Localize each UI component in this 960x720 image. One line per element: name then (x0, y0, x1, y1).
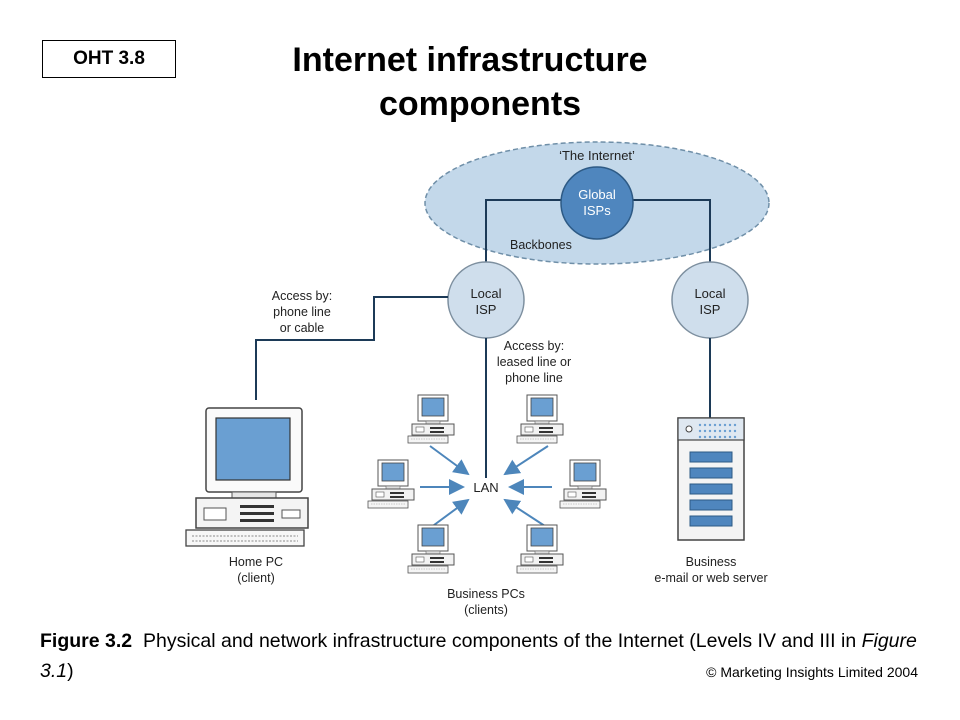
figure-number: Figure 3.2 (40, 630, 133, 652)
access-phone-label-1: Access by: (272, 289, 332, 303)
local-isp-right-label-2: ISP (700, 302, 721, 317)
business-pc-icon (407, 394, 455, 444)
caption-text: Physical and network infrastructure comp… (142, 630, 862, 652)
slide-tag-text: OHT 3.8 (73, 48, 145, 69)
home-pc-connection (255, 296, 448, 400)
local-isp-left-label-2: ISP (476, 302, 497, 317)
global-isps-node (560, 166, 634, 240)
business-pcs-label-1: Business PCs (447, 587, 525, 601)
caption-reference: Figure 3.1 (40, 630, 917, 682)
server-label-1: Business (686, 555, 737, 569)
backbone-line-right (633, 199, 711, 262)
backbone-line-left (485, 199, 561, 262)
slide-tag: OHT 3.8 (42, 40, 176, 78)
business-pc-icon (516, 524, 564, 574)
page-title: Internet infrastructure components (230, 38, 730, 126)
internet-label: ‘The Internet’ (559, 148, 635, 163)
access-phone-label-3: or cable (280, 321, 325, 335)
page-title-line2: components (378, 85, 582, 123)
copyright: © Marketing Insights Limited 2004 (706, 664, 918, 680)
lan-arrows (420, 445, 552, 529)
local-isp-right-label-1: Local (694, 286, 725, 301)
caption-close: ) (67, 660, 74, 682)
home-pc-icon (185, 407, 309, 547)
backbones-label: Backbones (510, 238, 572, 252)
figure-caption: Figure 3.2 Physical and network infrastr… (40, 626, 930, 686)
page-title-line1: Internet infrastructure (292, 41, 648, 79)
lan-label: LAN (473, 480, 498, 495)
access-leased-label-2: leased line or (497, 355, 571, 369)
business-pcs-label-2: (clients) (464, 603, 508, 617)
access-leased-label-3: phone line (505, 371, 563, 385)
global-isps-label-2: ISPs (583, 203, 611, 218)
business-pc-icon (559, 459, 607, 509)
global-isps-label-1: Global (578, 187, 616, 202)
business-pc-icon (516, 394, 564, 444)
business-pc-icon (407, 524, 455, 574)
home-pc-label-1: Home PC (229, 555, 283, 569)
local-isp-left-label-1: Local (470, 286, 501, 301)
home-pc-label-2: (client) (237, 571, 275, 585)
business-pc-icon (367, 459, 415, 509)
server-label-2: e-mail or web server (654, 571, 767, 585)
access-leased-label-1: Access by: (504, 339, 564, 353)
access-phone-label-2: phone line (273, 305, 331, 319)
server-icon (677, 417, 745, 541)
